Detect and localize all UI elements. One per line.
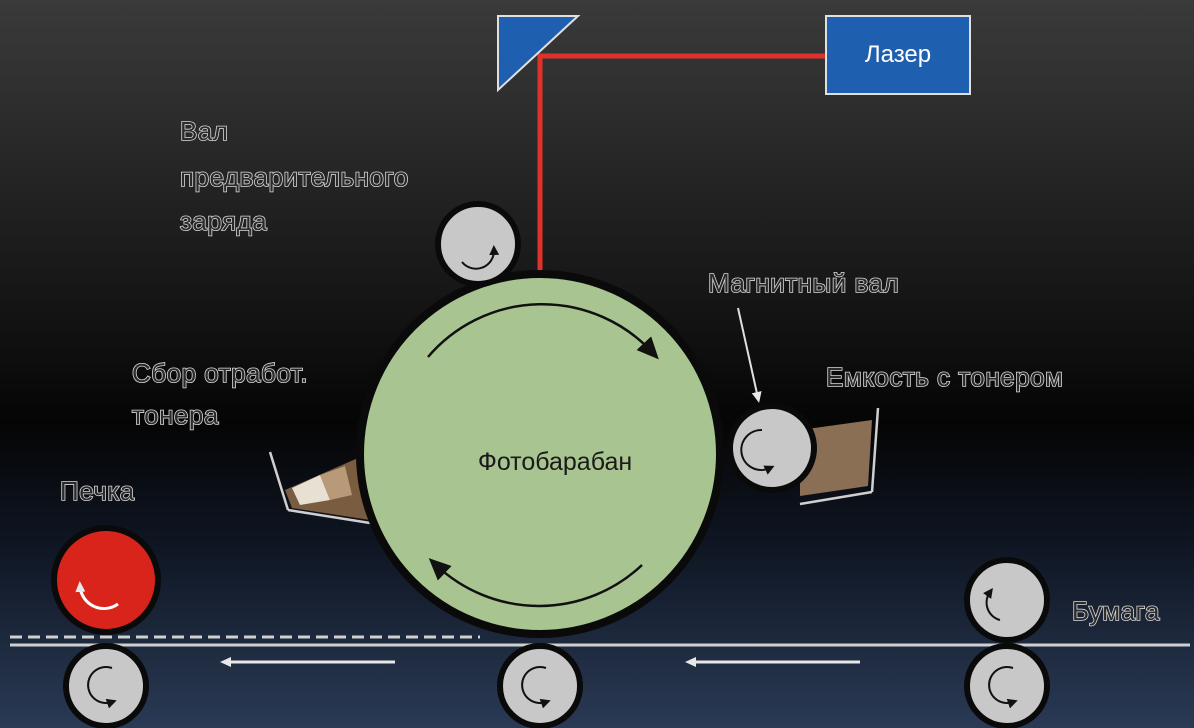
mirror bbox=[497, 15, 581, 93]
magnetic-roller bbox=[727, 403, 817, 493]
waste-toner-bin bbox=[268, 451, 371, 525]
toner-hopper-label: Емкость с тонером bbox=[826, 362, 1063, 392]
laser-beam bbox=[537, 53, 828, 272]
paper-label: Бумага bbox=[1072, 596, 1160, 626]
toner-hopper bbox=[799, 407, 880, 506]
photo-drum: Фотобарабан bbox=[356, 270, 724, 638]
fuser-label: Печка bbox=[60, 476, 135, 506]
drum-label: Фотобарабан bbox=[478, 448, 632, 476]
paper-feed-roller-top bbox=[964, 557, 1050, 643]
fuser-roller-bottom bbox=[63, 643, 149, 728]
precharge-roller bbox=[435, 201, 521, 287]
precharge-roller-label-line1: Вал bbox=[180, 116, 228, 146]
drum-rotation-arrow-bottom bbox=[428, 558, 643, 608]
magnetic-roller-pointer bbox=[737, 307, 762, 403]
drum-rotation-arrow-top bbox=[427, 302, 659, 360]
precharge-roller-label-line3: заряда bbox=[180, 206, 267, 236]
precharge-roller-label-line2: предварительного bbox=[180, 162, 409, 192]
transfer-roller bbox=[497, 643, 583, 728]
paper-feed-roller-bottom bbox=[964, 643, 1050, 728]
laser-box: Лазер bbox=[825, 15, 971, 95]
paper-path bbox=[10, 635, 1190, 647]
magnetic-roller-label: Магнитный вал bbox=[708, 268, 899, 298]
fuser-roller-top bbox=[51, 525, 161, 635]
waste-toner-label-line1: Сбор отработ. bbox=[132, 358, 308, 388]
waste-toner-label-line2: тонера bbox=[132, 400, 219, 430]
laser-label: Лазер bbox=[865, 41, 931, 68]
